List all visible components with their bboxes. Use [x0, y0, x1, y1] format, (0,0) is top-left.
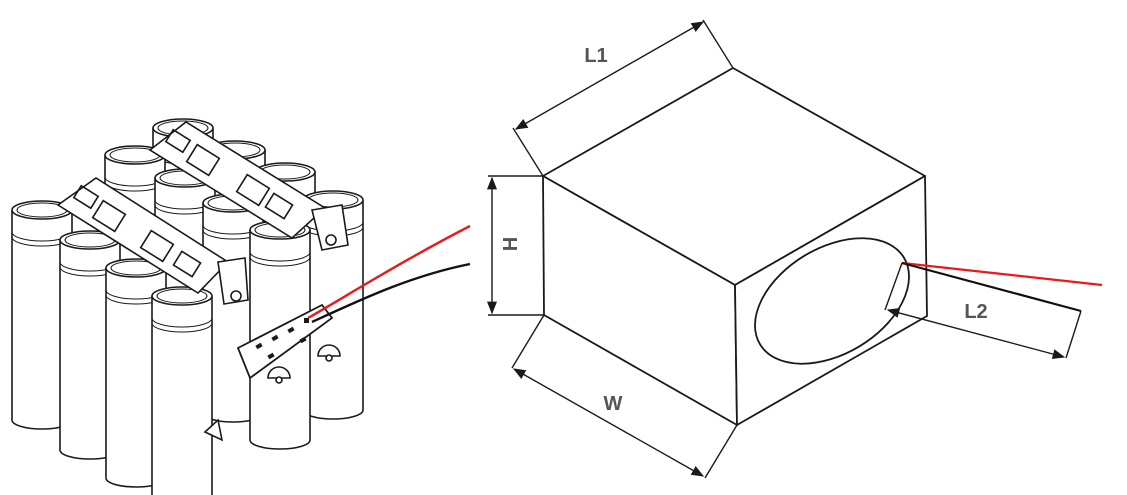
red-lead-wire-right — [901, 261, 1103, 287]
dimension-label-l2: L2 — [964, 301, 987, 323]
dimension-w: W — [511, 314, 738, 479]
dimension-box: L1 H W L2 — [486, 19, 1103, 479]
dimension-l2: L2 — [884, 262, 1082, 359]
dimension-label-l1: L1 — [584, 45, 607, 67]
battery-pack-illustration — [11, 118, 471, 495]
wire-exit-opening — [754, 237, 910, 365]
dimension-l1: L1 — [512, 19, 734, 177]
terminal-tabs — [203, 204, 349, 442]
nickel-strip-front — [56, 177, 230, 295]
black-lead-wire-left — [311, 262, 471, 324]
red-lead-wire-left — [307, 224, 471, 320]
dimension-h: H — [486, 175, 544, 316]
dimension-label-w: W — [604, 393, 623, 415]
black-lead-wire-right — [901, 261, 1082, 313]
protection-board — [236, 303, 334, 380]
dimension-label-h: H — [500, 237, 522, 251]
battery-cell — [151, 286, 213, 495]
nickel-strip-back — [148, 121, 327, 239]
